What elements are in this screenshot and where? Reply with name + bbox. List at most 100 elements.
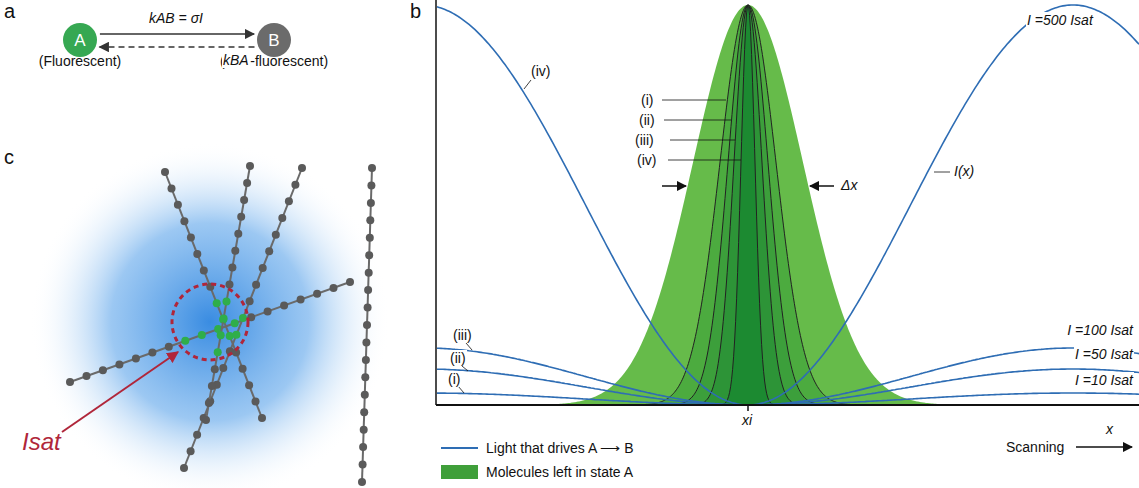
legend-swatch <box>441 465 478 479</box>
fluorophore <box>226 332 234 340</box>
axis-tick <box>747 405 749 411</box>
width-arrow <box>810 185 834 187</box>
fluorophore <box>246 162 254 170</box>
light-profile <box>437 369 1139 405</box>
scan-arrow <box>1076 446 1132 448</box>
fluorophore <box>220 314 228 322</box>
panel-letter: a <box>4 0 15 23</box>
light-glow <box>30 140 390 488</box>
fluorophore <box>259 264 267 272</box>
fluorophore <box>298 164 306 172</box>
fluorophore <box>226 281 234 289</box>
fluorophore <box>265 247 273 255</box>
fluorophore <box>200 266 208 274</box>
fluorophore <box>181 337 189 345</box>
legend-text: Light that drives A ⟶ B <box>486 440 634 456</box>
fluorophore <box>193 431 201 439</box>
fluorophore <box>330 284 338 292</box>
fluorophore <box>219 364 227 372</box>
fluorophore <box>148 349 156 357</box>
fluorophore <box>205 399 213 407</box>
rate-label: kAB = σI <box>148 10 204 26</box>
fluorophore <box>240 196 248 204</box>
intensity-callout: Isat <box>22 428 61 456</box>
rate-arrow <box>100 33 254 35</box>
curve-callout: (iv) <box>636 152 657 168</box>
fluorophore <box>264 307 272 315</box>
fluorophore <box>364 286 372 294</box>
filaments <box>66 162 376 486</box>
fluorophore <box>198 331 206 339</box>
panel-letter: b <box>410 0 421 23</box>
rate-label: kBA <box>222 52 250 68</box>
fluorophore <box>180 217 188 225</box>
y-axis <box>435 0 437 405</box>
intensity-label: I =10 Isat <box>1074 372 1134 388</box>
fluorophore <box>297 296 305 304</box>
rate-arrow <box>100 46 255 48</box>
fluorophore <box>232 331 240 339</box>
fluorophore <box>252 281 260 289</box>
fluorophore <box>115 360 123 368</box>
fluorophore <box>187 234 195 242</box>
fluorophore <box>202 416 210 424</box>
fluorophore <box>291 181 299 189</box>
curve-callout: (iv) <box>530 63 551 79</box>
fluorophore <box>362 356 370 364</box>
fluorophore <box>231 319 239 327</box>
intensity-label: I =100 Isat <box>1066 322 1134 338</box>
fluorophore <box>213 299 221 307</box>
x-axis <box>436 404 1139 406</box>
fluorophore <box>360 426 368 434</box>
filament <box>362 168 372 482</box>
light-profile <box>437 393 1139 405</box>
fluorophore <box>246 297 254 305</box>
fluorophore <box>367 199 375 207</box>
fluorophore <box>368 164 376 172</box>
intensity-label: I =500 Isat <box>1026 12 1094 28</box>
state-letter: A <box>74 32 85 49</box>
axis-position: xi <box>742 412 752 428</box>
fluorophore <box>285 197 293 205</box>
fluorophore <box>366 234 374 242</box>
light-profile <box>437 348 1139 405</box>
filament <box>206 166 250 420</box>
fluorophore <box>313 290 321 298</box>
fluorophore <box>278 214 286 222</box>
fluorophore <box>359 461 367 469</box>
fluorophore <box>132 355 140 363</box>
filament <box>184 168 302 468</box>
curve-callout: (iii) <box>634 132 655 148</box>
curve-callout: (iii) <box>452 327 473 343</box>
width-arrow <box>662 185 686 187</box>
state-circle: A(Fluorescent) <box>63 23 97 57</box>
fluorophore <box>239 365 247 373</box>
fluorophore <box>363 321 371 329</box>
fluorophore <box>208 382 216 390</box>
curve-name: I(x) <box>953 163 975 179</box>
fluorophore <box>180 464 188 472</box>
curve-callout: (i) <box>447 371 461 387</box>
fluorophore <box>99 366 107 374</box>
state-circle: B(Non-fluorescent) <box>257 23 291 57</box>
fluorophore <box>239 314 247 322</box>
fluorophore <box>234 230 242 238</box>
fluorophore <box>361 391 369 399</box>
fluorophore <box>360 408 368 416</box>
fluorophore <box>364 304 372 312</box>
fluorophore <box>193 250 201 258</box>
fluorophore <box>358 478 366 486</box>
filament <box>70 282 350 382</box>
fluorophore <box>365 251 373 259</box>
molecule-profile <box>664 5 832 405</box>
curve-callout: (ii) <box>449 350 467 366</box>
fluorophore <box>280 302 288 310</box>
axis-caption: Scanning <box>1006 439 1064 455</box>
fluorophore <box>365 269 373 277</box>
fluorophore <box>258 414 266 422</box>
fluorophore <box>361 373 369 381</box>
fluorophore <box>168 184 176 192</box>
light-profile <box>437 5 1139 405</box>
fluorophore <box>243 179 251 187</box>
